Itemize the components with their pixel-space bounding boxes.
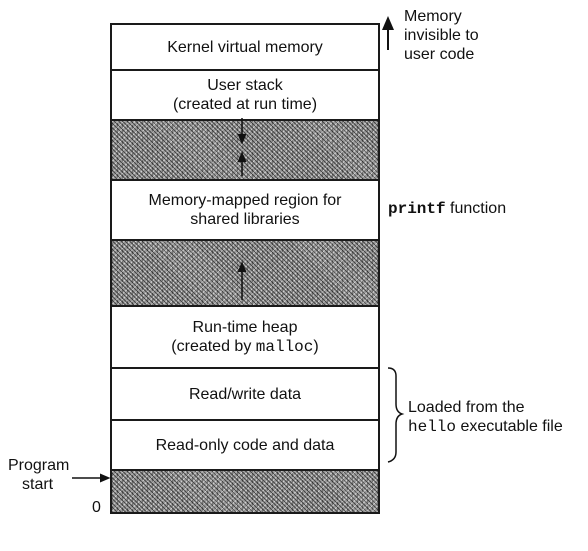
- read-only-code-label: Read-only code and data: [155, 436, 335, 454]
- virtual-address-space-diagram: Kernel virtual memory User stack (create…: [110, 23, 380, 514]
- user-stack-sublabel: (created at run time): [172, 96, 318, 113]
- user-stack-segment: User stack (created at run time): [112, 69, 378, 119]
- read-write-data-segment: Read/write data: [112, 367, 378, 419]
- shared-libraries-label: shared libraries: [190, 211, 300, 228]
- loaded-section-brace: [387, 367, 405, 463]
- memory-invisible-note: Memory invisible to user code: [404, 8, 479, 63]
- program-start-label: Program start: [8, 457, 70, 493]
- kernel-virtual-memory-label: Kernel virtual memory: [167, 38, 323, 56]
- unused-region-middle: [112, 239, 378, 305]
- run-time-heap-label: Run-time heap: [192, 318, 298, 336]
- run-time-heap-segment: Run-time heap (created by malloc): [112, 305, 378, 367]
- printf-function-note: printf function: [388, 200, 507, 218]
- user-stack-label: User stack: [207, 77, 283, 94]
- loaded-from-executable-note: Loaded from the hello executable file: [408, 399, 563, 436]
- unused-region-upper: [112, 119, 378, 179]
- read-write-data-label: Read/write data: [188, 385, 302, 403]
- memory-mapped-region-label: Memory-mapped region for: [148, 192, 342, 209]
- kernel-virtual-memory-segment: Kernel virtual memory: [112, 25, 378, 69]
- heap-created-by-label: (created by malloc): [171, 337, 319, 356]
- unused-region-bottom: [112, 469, 378, 512]
- read-only-code-segment: Read-only code and data: [112, 419, 378, 469]
- address-zero-label: 0: [92, 499, 101, 516]
- memory-mapped-region-segment: Memory-mapped region for shared librarie…: [112, 179, 378, 239]
